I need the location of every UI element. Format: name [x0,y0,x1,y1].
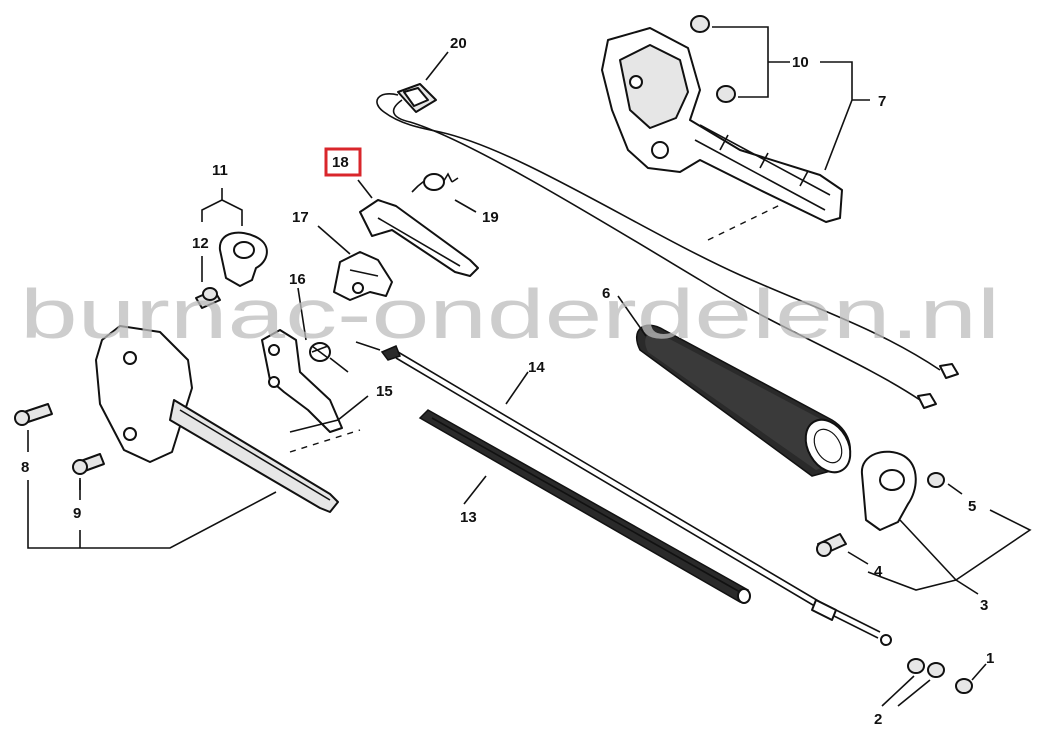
cover-shaft-part-15 [95,325,339,513]
callout-7: 7 [878,93,886,110]
callout-1: 1 [986,650,994,667]
throttle-cable-part-14 [355,341,892,646]
nut-part-5 [927,472,945,488]
nut-part-10-b [716,85,736,103]
sleeve-tube-part-13 [418,409,751,604]
callout-13: 13 [460,509,477,526]
throttle-lever-part-16 [261,329,343,433]
callout-8: 8 [21,459,29,476]
spring-part-19 [411,172,459,193]
handle-housing-part-7 [601,27,843,223]
callout-9: 9 [73,505,81,522]
trigger-part-17 [333,251,393,301]
grip-part-6 [635,324,852,477]
callout-6: 6 [602,285,610,302]
screw-part-12 [195,287,221,309]
screw-part-8 [14,403,53,426]
callout-18: 18 [332,154,349,171]
nut-part-10-a [690,15,710,33]
clamp-part-11 [218,231,268,287]
callout-2: 2 [874,711,882,728]
callout-15: 15 [376,383,393,400]
nut-part-1 [955,678,973,694]
callout-19: 19 [482,209,499,226]
highlight-box-part-18 [324,147,362,177]
screw-part-4 [816,533,847,557]
callout-5: 5 [968,498,976,515]
callout-20: 20 [450,35,467,52]
clamp-part-3 [860,450,917,531]
callout-4: 4 [874,563,883,580]
lever-spring [309,342,349,373]
screw-part-9 [72,453,105,475]
callout-14: 14 [528,359,545,376]
switch-part-20 [376,83,959,409]
washers-part-2 [907,658,945,678]
callout-3: 3 [980,597,988,614]
callout-11: 11 [212,162,228,179]
lockout-lever-part-18 [359,199,479,277]
callout-10: 10 [792,54,809,71]
callout-16: 16 [289,271,306,288]
watermark-text: burnac-onderdelen.nl [20,275,1000,353]
callout-17: 17 [292,209,309,226]
callout-12: 12 [192,235,209,252]
